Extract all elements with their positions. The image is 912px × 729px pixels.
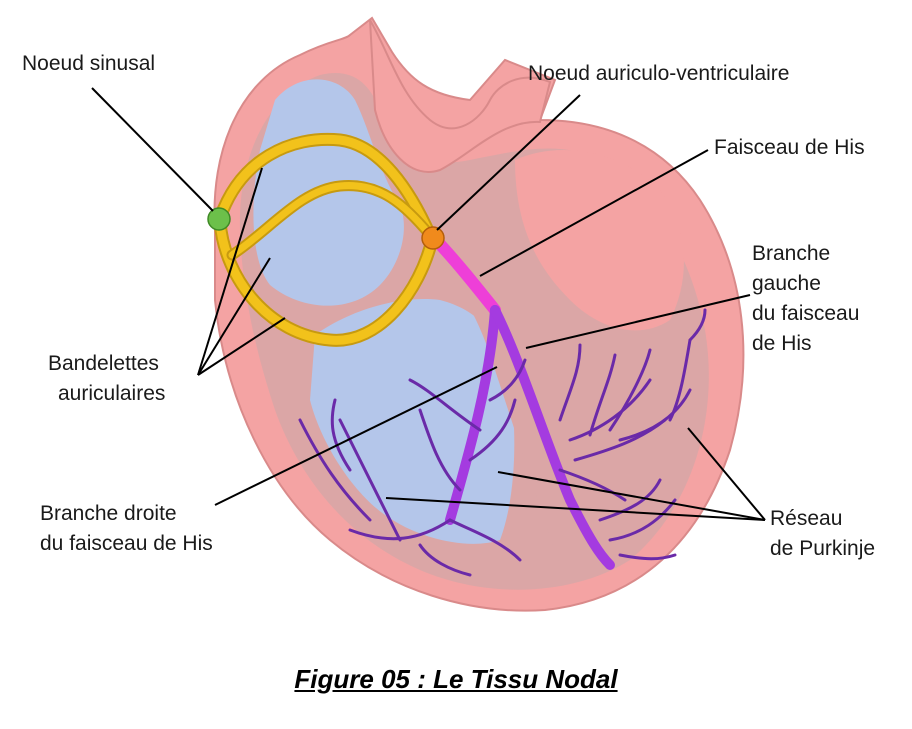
label-bundle-of-his: Faisceau de His <box>714 136 865 159</box>
label-left-branch-line1: Branche <box>752 242 830 265</box>
label-sinoatrial-node: Noeud sinusal <box>22 52 155 75</box>
label-right-branch-line1: Branche droite <box>40 502 177 525</box>
heart-conduction-diagram: Noeud sinusal Noeud auriculo-ventriculai… <box>22 16 875 612</box>
figure-caption: Figure 05 : Le Tissu Nodal <box>294 664 618 694</box>
label-atrial-bands-line1: Bandelettes <box>48 352 159 375</box>
label-purkinje-line2: de Purkinje <box>770 537 875 560</box>
atrial-bands <box>213 132 439 347</box>
sinoatrial-node <box>207 207 231 231</box>
label-left-branch-line4: de His <box>752 332 812 355</box>
purkinje-network <box>298 308 707 577</box>
label-left-branch-line3: du faisceau <box>752 302 859 325</box>
label-left-branch-line2: gauche <box>752 272 821 295</box>
left-chamber <box>515 150 684 331</box>
aortic-arch <box>369 19 552 173</box>
septum <box>435 250 580 565</box>
leader-lines <box>91 87 766 521</box>
av-node <box>421 226 445 250</box>
label-right-branch-line2: du faisceau de His <box>40 532 213 555</box>
label-av-node: Noeud auriculo-ventriculaire <box>528 62 789 85</box>
label-atrial-bands-line2: auriculaires <box>58 382 165 405</box>
bundle-of-his <box>430 234 501 316</box>
label-purkinje-line1: Réseau <box>770 507 842 530</box>
bundle-branches <box>445 305 615 570</box>
